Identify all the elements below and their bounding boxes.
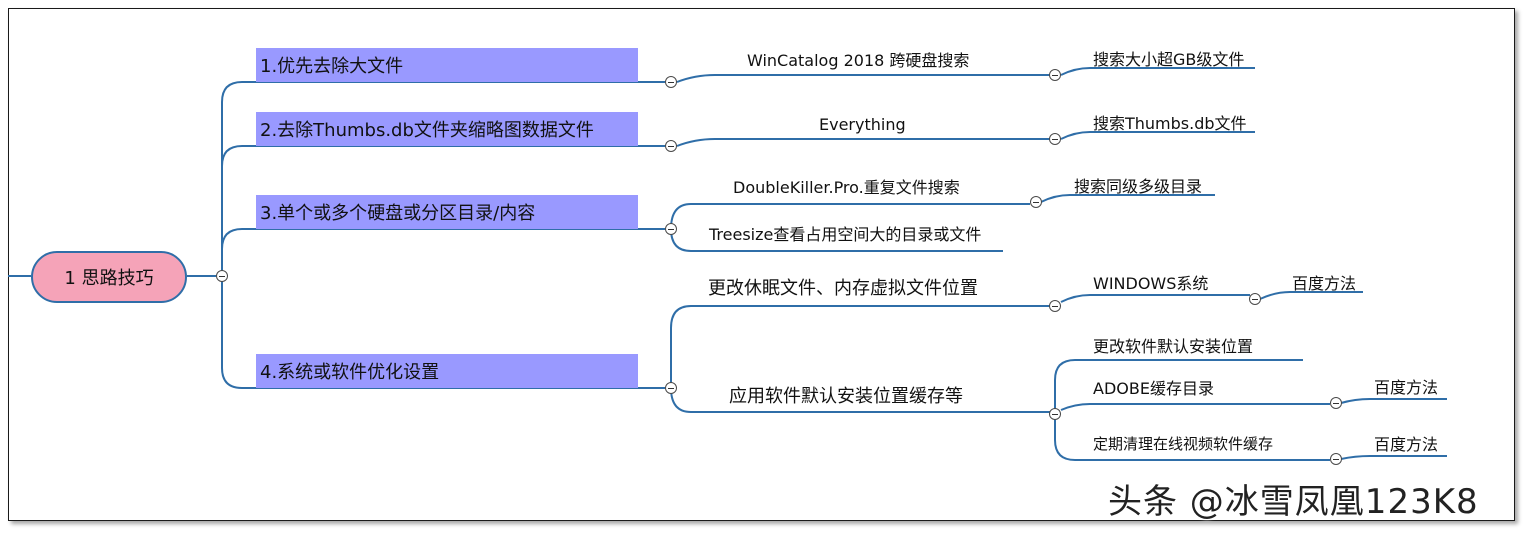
- collapse-toggle-branch-3[interactable]: [665, 223, 677, 235]
- collapse-toggle-branch-2[interactable]: [665, 140, 677, 152]
- collapse-toggle-hibernate[interactable]: [1049, 300, 1061, 312]
- collapse-toggle-online-video[interactable]: [1330, 453, 1342, 465]
- topic-change-default[interactable]: 更改软件默认安装位置: [1093, 337, 1254, 356]
- topic-doublekiller[interactable]: DoubleKiller.Pro.重复文件搜索: [733, 178, 960, 197]
- branch-topic-label: 1.优先去除大文件: [260, 56, 404, 77]
- topic-app-default[interactable]: 应用软件默认安装位置缓存等: [729, 386, 963, 407]
- collapse-toggle-everything[interactable]: [1049, 133, 1061, 145]
- collapse-toggle-wincatalog[interactable]: [1049, 69, 1061, 81]
- branch-topic-3[interactable]: 3.单个或多个硬盘或分区目录/内容: [256, 195, 638, 229]
- mindmap-canvas: [8, 8, 1515, 521]
- collapse-toggle-branch-1[interactable]: [665, 76, 677, 88]
- topic-online-video[interactable]: 定期清理在线视频软件缓存: [1093, 435, 1274, 453]
- collapse-toggle-doublekiller[interactable]: [1030, 196, 1042, 208]
- collapse-toggle-branch-4[interactable]: [665, 382, 677, 394]
- branch-topic-label: 2.去除Thumbs.db文件夹缩略图数据文件: [260, 120, 594, 141]
- root-topic[interactable]: 1 思路技巧: [31, 251, 187, 303]
- topic-search-gb[interactable]: 搜索大小超GB级文件: [1093, 50, 1245, 69]
- topic-wincatalog[interactable]: WinCatalog 2018 跨硬盘搜索: [747, 51, 970, 70]
- topic-adobe[interactable]: ADOBE缓存目录: [1093, 379, 1214, 398]
- topic-everything[interactable]: Everything: [819, 115, 906, 134]
- collapse-toggle-adobe[interactable]: [1330, 397, 1342, 409]
- root-topic-label: 1 思路技巧: [64, 268, 154, 289]
- branch-topic-1[interactable]: 1.优先去除大文件: [256, 48, 638, 82]
- branch-topic-label: 4.系统或软件优化设置: [260, 362, 440, 383]
- topic-windows[interactable]: WINDOWS系统: [1093, 274, 1209, 293]
- topic-search-sibling[interactable]: 搜索同级多级目录: [1074, 177, 1203, 196]
- topic-baidu-video[interactable]: 百度方法: [1374, 435, 1439, 454]
- topic-treesize[interactable]: Treesize查看占用空间大的目录或文件: [709, 225, 982, 244]
- collapse-toggle-app-default[interactable]: [1049, 408, 1061, 420]
- branch-topic-2[interactable]: 2.去除Thumbs.db文件夹缩略图数据文件: [256, 112, 638, 146]
- watermark-text: 头条 @冰雪凤凰123K8: [1108, 482, 1479, 522]
- topic-hibernate[interactable]: 更改休眠文件、内存虚拟文件位置: [708, 278, 978, 299]
- branch-topic-label: 3.单个或多个硬盘或分区目录/内容: [260, 203, 536, 224]
- topic-search-thumbs[interactable]: 搜索Thumbs.db文件: [1093, 114, 1247, 133]
- topic-baidu-windows[interactable]: 百度方法: [1292, 274, 1357, 293]
- collapse-toggle-root[interactable]: [216, 270, 228, 282]
- collapse-toggle-windows[interactable]: [1249, 293, 1261, 305]
- branch-topic-4[interactable]: 4.系统或软件优化设置: [256, 354, 638, 388]
- topic-baidu-adobe[interactable]: 百度方法: [1374, 378, 1439, 397]
